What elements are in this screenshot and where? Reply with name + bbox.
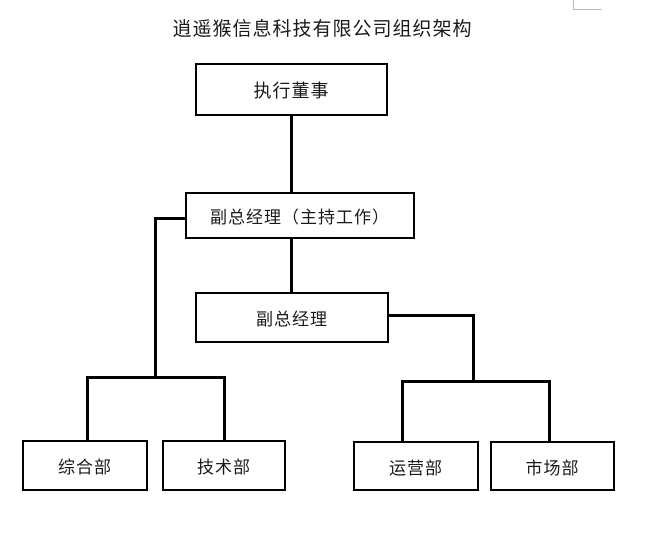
- connector-right-branch-drop: [472, 314, 475, 381]
- node-executive-director[interactable]: 执行董事: [195, 63, 388, 116]
- connector-left-branch-drop: [154, 217, 157, 379]
- connector-to-general-affairs-dept: [86, 376, 89, 441]
- connector-to-operations-dept: [401, 380, 404, 442]
- connector-director-to-deputy-gm-acting: [290, 116, 293, 194]
- node-general-affairs-department[interactable]: 综合部: [22, 440, 148, 491]
- page-border-artifact: [573, 0, 602, 10]
- node-technology-department[interactable]: 技术部: [162, 440, 286, 491]
- connector-to-marketing-dept: [548, 380, 551, 442]
- connector-left-bracket-bar: [86, 376, 226, 379]
- connector-right-branch-stub: [387, 314, 475, 317]
- page-title: 逍遥猴信息科技有限公司组织架构: [172, 18, 473, 40]
- connector-deputy-gm-acting-to-deputy-gm: [290, 238, 293, 294]
- node-deputy-general-manager-acting[interactable]: 副总经理（主持工作）: [185, 192, 415, 239]
- connector-to-technology-dept: [223, 376, 226, 441]
- connector-right-bracket-bar: [401, 380, 551, 383]
- node-operations-department[interactable]: 运营部: [353, 441, 479, 491]
- connector-left-branch-stub: [154, 217, 187, 220]
- node-marketing-department[interactable]: 市场部: [490, 441, 615, 491]
- node-deputy-general-manager[interactable]: 副总经理: [195, 292, 389, 343]
